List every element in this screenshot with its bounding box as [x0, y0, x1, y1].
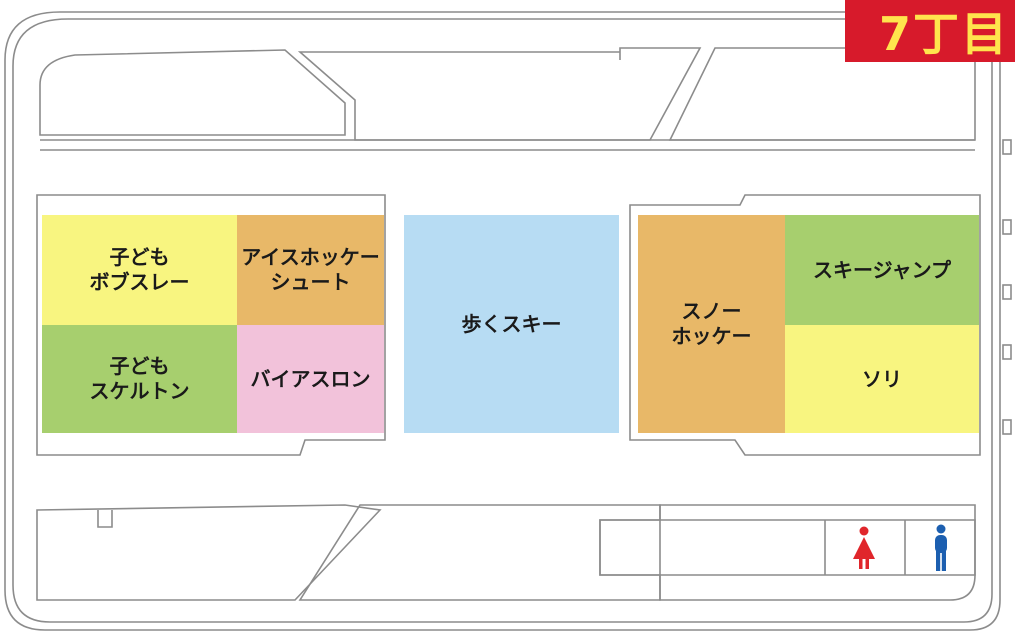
zone-kids-skeleton[interactable]: 子ども スケルトン	[42, 325, 237, 433]
zone-walking-ski[interactable]: 歩くスキー	[404, 215, 619, 433]
zone-kids-bobsleigh[interactable]: 子ども ボブスレー	[42, 215, 237, 325]
zone-snow-hockey[interactable]: スノー ホッケー	[638, 215, 785, 433]
male-restroom-icon	[935, 524, 947, 571]
zone-biathlon[interactable]: バイアスロン	[237, 325, 384, 433]
zone-ice-hockey-shoot[interactable]: アイスホッケー シュート	[237, 215, 384, 325]
zone-ski-jump[interactable]: スキージャンプ	[785, 215, 979, 325]
district-badge: 7丁目	[845, 0, 1015, 62]
zone-sled[interactable]: ソリ	[785, 325, 979, 433]
female-restroom-icon	[853, 526, 875, 569]
